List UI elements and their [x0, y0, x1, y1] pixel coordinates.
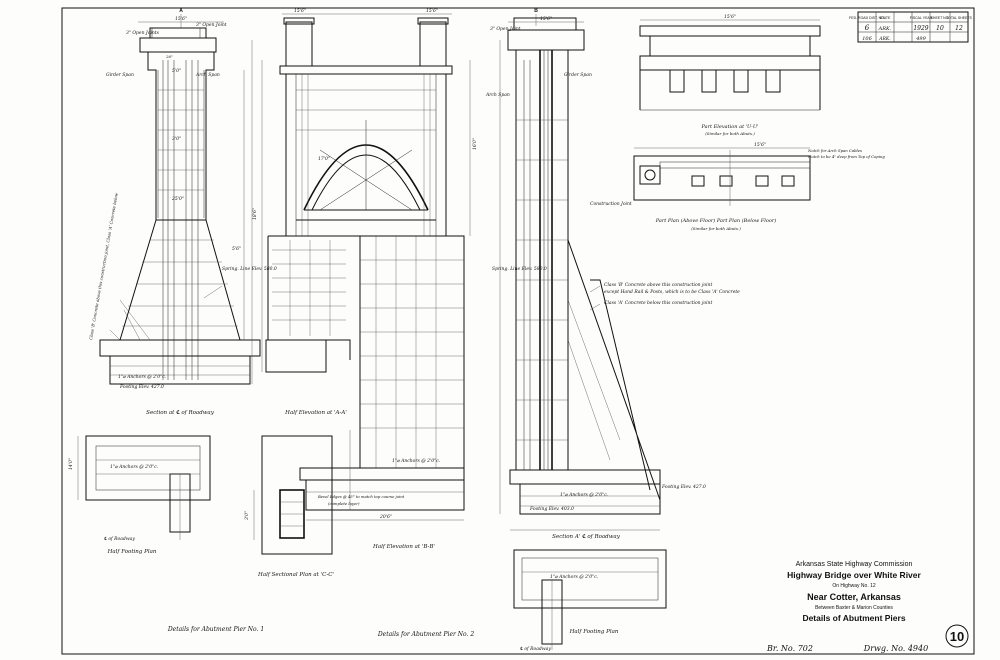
revision-table: FED. ROAD DIST. NO. STATE FISCAL YEAR SH…: [849, 11, 973, 43]
title-block: Arkansas State Highway Commission Highwa…: [766, 561, 969, 653]
dim-label: 17'0": [318, 156, 330, 162]
class-b-note: Class 'B' Concrete above this constructi…: [604, 282, 712, 288]
rev-r1-4: 10: [936, 25, 944, 32]
class-note-vertical: Class 'B' Concrete above this constructi…: [88, 192, 119, 340]
top-reference: 26": [165, 54, 173, 59]
rev-r1-0: 6: [865, 24, 870, 32]
half-elev-bb-title: Half Elevation at 'B-B': [372, 544, 435, 550]
rev-hdr-5: TOTAL SHEETS: [946, 16, 972, 20]
part-elev-uu-note: (Similar for both Abuts.): [705, 131, 755, 136]
roadway-cl-1: ℄ of Roadway: [104, 536, 135, 542]
view-half-sectional-plan-cc: 3'0" Bevel Edges @ 45° to match top cour…: [244, 435, 405, 578]
spring-line-note-1: Spring. Line Elev. 580.0: [222, 266, 277, 272]
section-roadway-title: Section at ℄ of Roadway: [146, 409, 215, 416]
dim-label: 25'0": [171, 196, 184, 202]
rev-hdr-1: STATE: [880, 16, 891, 20]
rev-r1-1: ARK.: [878, 26, 892, 32]
roadway-cl-2: ℄ of Roadway: [520, 646, 551, 652]
dim-label: 5'6": [232, 246, 241, 252]
view-half-footing-plan-2: 1"⌀ Anchors @ 2'0"c. ℄ of Roadway Half F…: [513, 549, 667, 652]
dim-top-3: 15'6": [426, 8, 438, 14]
girder-span-label-2: Girder Span: [564, 72, 592, 78]
rev-hdr-4: SHEET NO.: [931, 16, 950, 20]
view-section-roadway: A 3" Open Joints 3" Open Joint Girder Sp…: [88, 8, 277, 416]
dim-cc: 3'0": [244, 511, 250, 520]
part-plan-note: (Similar for both Abuts.): [691, 226, 741, 231]
title-between: Between Baxter & Marion Counties: [815, 605, 893, 611]
title-location: Near Cotter, Arkansas: [807, 592, 901, 602]
view-half-elevation-aa: 15'6" 15'6" 16'0" 18'6" Half Elevation a…: [252, 8, 478, 416]
half-footing-plan-1-title: Half Footing Plan: [107, 549, 157, 555]
rev-r1-5: 12: [955, 25, 963, 32]
title-subject: Details of Abutment Piers: [802, 613, 905, 623]
bevel-note: Bevel Edges @ 45° to match top course jo…: [317, 494, 405, 499]
sheet-number-circle: [945, 624, 969, 648]
drawing-number: Drwg. No. 4940: [863, 644, 928, 653]
class-b-note-2: except Hand Rail & Posts, which is to be…: [604, 289, 740, 295]
arch-span-label-2: Arch Span: [485, 92, 510, 98]
footing-elev-note-2: Footing Elev. 403.0: [529, 506, 574, 512]
open-joints-note-1: 3" Open Joints: [126, 30, 160, 36]
details-pier-1-caption: Details for Abutment Pier No. 1: [167, 626, 264, 633]
construction-joint-note: Construction Joint: [590, 201, 632, 207]
class-a-note: Class 'A' Concrete below this constructi…: [604, 300, 712, 306]
dim-bb-width: 20'6": [379, 514, 392, 520]
footing-elev-note-1: Footing Elev. 427.0: [119, 384, 164, 390]
half-elev-aa-title: Half Elevation at 'A-A': [284, 410, 347, 416]
view-half-footing-plan-1: 1"⌀ Anchors @ 2'0"c. ℄ of Roadway 14'0" …: [68, 435, 211, 555]
section-mark-a: A: [179, 8, 183, 14]
dim-top-2: 15'6": [294, 8, 306, 14]
dim-side-2: 18'6": [252, 208, 258, 220]
spring-line-note-2: Spring. Line Elev. 580.0: [492, 266, 547, 272]
dim-side-1: 16'0": [472, 138, 478, 150]
girder-span-label: Girder Span: [106, 72, 134, 78]
title-project: Highway Bridge over White River: [787, 570, 921, 580]
title-commission: Arkansas State Highway Commission: [796, 561, 913, 568]
rev-r2-3: 499: [915, 36, 926, 42]
half-footing-plan-2-title: Half Footing Plan: [569, 629, 619, 635]
dim-top-1: 15'6": [175, 16, 187, 22]
section-a-roadway-title: Section A' ℄ of Roadway: [552, 533, 621, 540]
view-half-elevation-bb: 20'6" Half Elevation at 'B-B': [299, 235, 465, 550]
bridge-number: Br. No. 702: [766, 644, 813, 653]
half-sectional-plan-title: Half Sectional Plan at 'C-C': [257, 572, 334, 578]
rev-r1-3: 1929: [913, 25, 928, 32]
footing-elev-note-3: Footing Elev. 427.0: [661, 484, 706, 490]
dim-uu: 15'6": [724, 14, 736, 20]
details-pier-2-caption: Details for Abutment Pier No. 2: [377, 631, 475, 638]
anchors-note-2: 1"⌀ Anchors @ 2'0"c.: [560, 491, 609, 498]
sheet-border: [61, 7, 975, 655]
view-section-a-roadway: B 3" Open Joint Arch Span Girder Span: [485, 8, 740, 540]
open-joint-note-2: 3" Open Joint: [196, 22, 227, 28]
rev-hdr-0: FED. ROAD DIST. NO.: [849, 16, 885, 20]
anchors-note-3: 1"⌀ Anchors @ 2'0"c.: [110, 463, 159, 470]
view-part-elevation-uu: 15'6" Part Elevation at 'U-U' (Similar f…: [639, 14, 821, 136]
rev-hdr-3: FISCAL YEAR: [910, 16, 933, 20]
dim-plan: 15'6": [754, 142, 766, 148]
bevel-note-2: (complete layer): [328, 501, 360, 506]
part-plan-title: Part Plan (Above Floor) Part Plan (Below…: [655, 217, 776, 224]
notch-note-2: Notch to be 4" deep from Top of Coping: [807, 154, 885, 159]
part-elev-uu-title: Part Elevation at 'U-U': [701, 124, 759, 130]
dim-foot-1: 14'0": [68, 458, 74, 470]
anchors-note-4: 1"⌀ Anchors @ 2'0"c.: [550, 573, 599, 580]
rev-r2-1: ARK.: [878, 36, 891, 42]
anchors-note-1: 1"⌀ Anchors @ 2'0"c.: [118, 373, 167, 380]
open-joint-note-3: 3" Open Joint: [490, 26, 521, 32]
sheet-number: 10: [950, 629, 964, 644]
dim-label: 5'0": [172, 68, 181, 74]
arch-span-label: Arch Span: [195, 72, 220, 78]
dim-label: 3'0": [172, 136, 181, 142]
title-highway: On Highway No. 12: [832, 583, 876, 589]
anchors-note-5: 1"⌀ Anchors @ 2'0"c.: [392, 457, 441, 464]
section-mark-b: B: [534, 8, 538, 14]
dim-top-4: 15'6": [540, 16, 552, 22]
rev-r2-0: 106: [862, 36, 872, 42]
view-part-plans: 15'6" Notch for Arch Span Cables Notch t…: [633, 142, 885, 231]
notch-note: Notch for Arch Span Cables: [807, 148, 862, 153]
